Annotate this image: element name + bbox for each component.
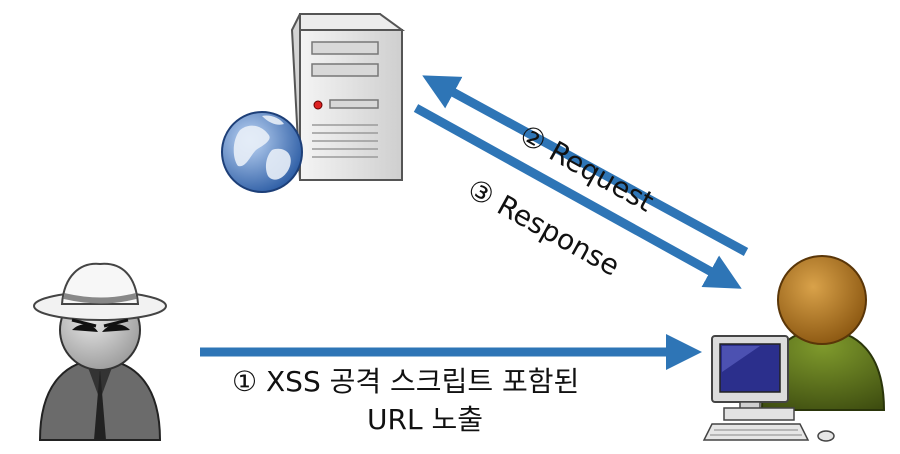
keyboard-icon: [702, 423, 810, 441]
mouse-icon: [817, 430, 835, 442]
step1-label: ① XSS 공격 스크립트 포함된: [232, 365, 580, 398]
user-computer-icon: [702, 255, 886, 442]
request-arrow: [422, 75, 749, 256]
response-arrow: [413, 104, 742, 289]
spy-hacker-icon: [33, 262, 167, 441]
step1-label-line2: URL 노출: [367, 403, 483, 436]
web-server-globe-icon: [221, 13, 406, 193]
